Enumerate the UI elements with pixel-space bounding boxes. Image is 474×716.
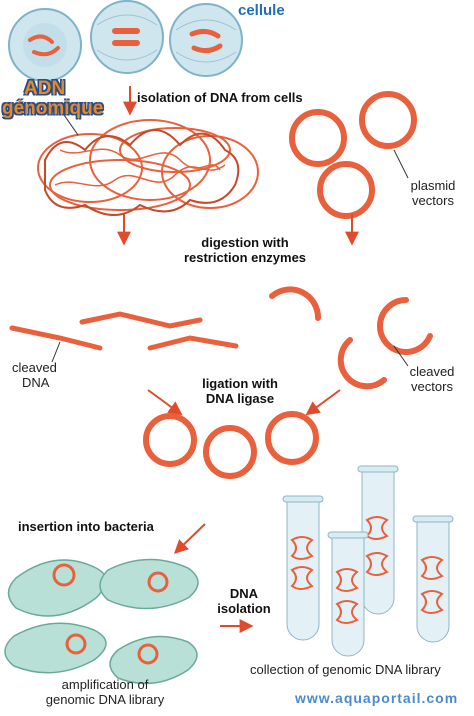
dna-isolation-label: DNA isolation [214,586,274,616]
test-tube-1 [282,495,324,641]
watermark: www.aquaportail.com [295,690,459,706]
amplification-line1: amplification of [61,677,149,692]
collection-label: collection of genomic DNA library [250,662,441,677]
cleaved-vectors [269,286,433,390]
cell-2 [90,0,164,74]
cleaved-vectors-label: cleaved vectors [396,364,468,394]
test-tube-2 [357,465,399,615]
arrow-insertion [173,523,206,554]
plasmid-line2: vectors [412,193,454,208]
cellule-label: cellule [238,2,285,19]
cell-1 [8,8,82,82]
cell-3 [169,3,243,77]
cleaved-dna-label: cleaved DNA [12,360,57,390]
bacterium-2 [99,558,199,610]
ligation-line1: ligation with [202,376,278,391]
arrow-ligate-right [305,389,341,416]
adn-line1: ADN [24,78,66,99]
test-tube-3 [327,531,369,657]
bacterium-1 [7,559,107,617]
digestion-line2: restriction enzymes [183,250,307,265]
arrow-ligate-left [147,389,183,416]
plasmid-line1: plasmid [410,178,456,193]
amplification-line2: genomic DNA library [45,692,165,707]
cleaved-vec-line1: cleaved [409,364,455,379]
dna-iso-line1: DNA [229,586,259,601]
test-tubes [282,465,454,657]
cleaved-vec-line2: vectors [411,379,453,394]
dna-iso-line2: isolation [217,601,271,616]
genomique-label: génomique [2,98,104,119]
cleaved-dna-line1: cleaved [12,360,57,375]
test-tube-4 [412,515,454,643]
cleaved-dna-line2: DNA [22,375,50,390]
plasmid-vectors-label: plasmid vectors [398,178,468,208]
recombinant-plasmids [143,411,319,479]
genomic-dna-tangle [37,119,259,216]
ligation-label: ligation with DNA ligase [170,376,310,406]
digestion-label: digestion with restriction enzymes [150,235,340,265]
plasmid-vectors [289,91,417,219]
adn-label: ADN [24,78,104,99]
bacteria-group [4,558,199,685]
step-isolation-label: isolation of DNA from cells [137,90,303,105]
bacterium-3 [4,622,107,674]
digestion-line1: digestion with [201,235,289,250]
cleaved-dna-fragments [9,311,239,351]
bacterium-4 [109,635,198,685]
ligation-line2: DNA ligase [205,391,275,406]
insertion-label: insertion into bacteria [18,519,154,534]
cells-row [8,0,243,82]
amplification-label: amplification of genomic DNA library [30,677,180,707]
